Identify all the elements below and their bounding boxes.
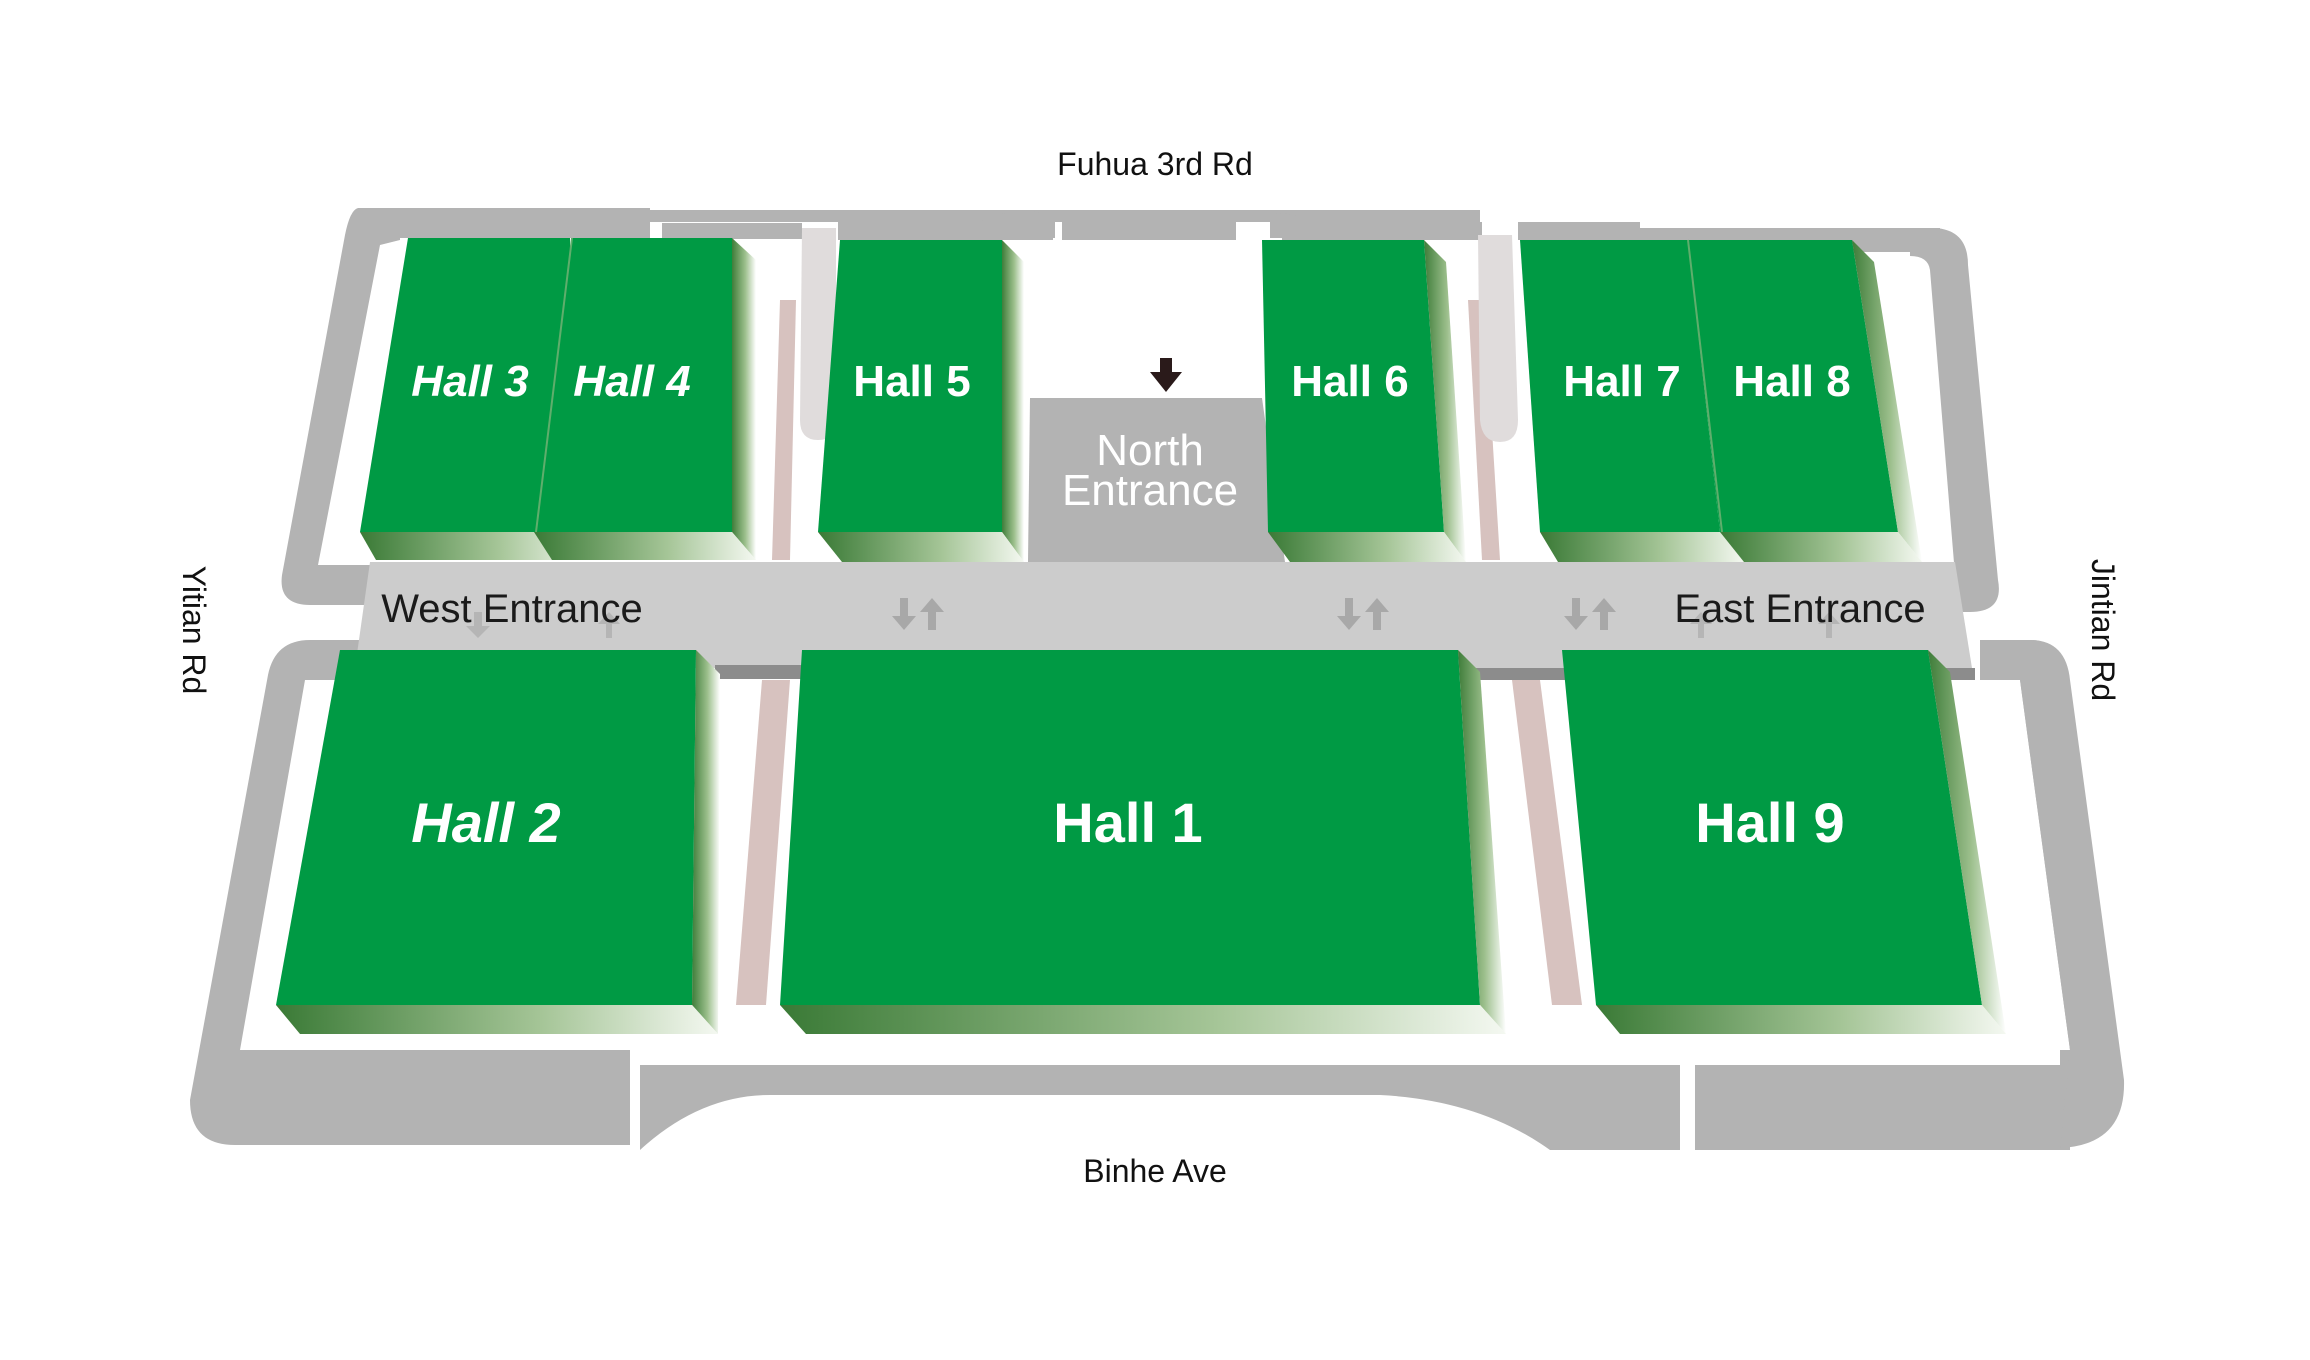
hall-3-label: Hall 3 — [411, 357, 528, 406]
hall-6-label: Hall 6 — [1291, 357, 1408, 406]
hall-2[interactable]: Hall 2 — [276, 650, 720, 1034]
up-down-arrows-icon — [1564, 598, 1616, 630]
east-entrance-label: East Entrance — [1674, 587, 1925, 631]
hall-9[interactable]: Hall 9 — [1562, 650, 2006, 1034]
hall-1[interactable]: Hall 1 — [780, 650, 1506, 1034]
hall-7-label: Hall 7 — [1563, 357, 1680, 406]
road-ring-south — [190, 640, 2125, 1150]
road-label-west: Yitian Rd — [176, 566, 212, 695]
hall-5[interactable]: Hall 5 — [818, 240, 1024, 562]
road-label-east: Jintian Rd — [2085, 559, 2121, 701]
hall-3[interactable]: Hall 3 — [360, 238, 590, 560]
hall-2-label: Hall 2 — [411, 791, 560, 854]
up-down-arrows-icon — [892, 598, 944, 630]
hall-9-label: Hall 9 — [1695, 791, 1844, 854]
up-down-arrows-icon — [1337, 598, 1389, 630]
walkways — [736, 228, 1582, 1005]
arrow-down-icon — [1150, 358, 1182, 392]
north-entrance: North Entrance — [1028, 358, 1285, 562]
up-down-arrows-icon — [1690, 612, 1840, 638]
north-entrance-label-line1: North — [1096, 426, 1204, 475]
north-entrance-label-line2: Entrance — [1062, 466, 1238, 515]
hall-1-label: Hall 1 — [1053, 791, 1202, 854]
hall-5-label: Hall 5 — [853, 357, 970, 406]
hall-8[interactable]: Hall 8 — [1687, 239, 1922, 562]
hall-4-label: Hall 4 — [573, 357, 690, 406]
hall-4[interactable]: Hall 4 — [534, 237, 756, 560]
road-label-south: Binhe Ave — [1083, 1153, 1227, 1189]
hall-7[interactable]: Hall 7 — [1520, 240, 1744, 562]
road-label-north: Fuhua 3rd Rd — [1057, 146, 1253, 182]
hall-8-label: Hall 8 — [1733, 357, 1850, 406]
west-entrance-label: West Entrance — [381, 587, 643, 631]
up-down-arrows-icon — [466, 612, 620, 638]
hall-6[interactable]: Hall 6 — [1262, 240, 1466, 562]
